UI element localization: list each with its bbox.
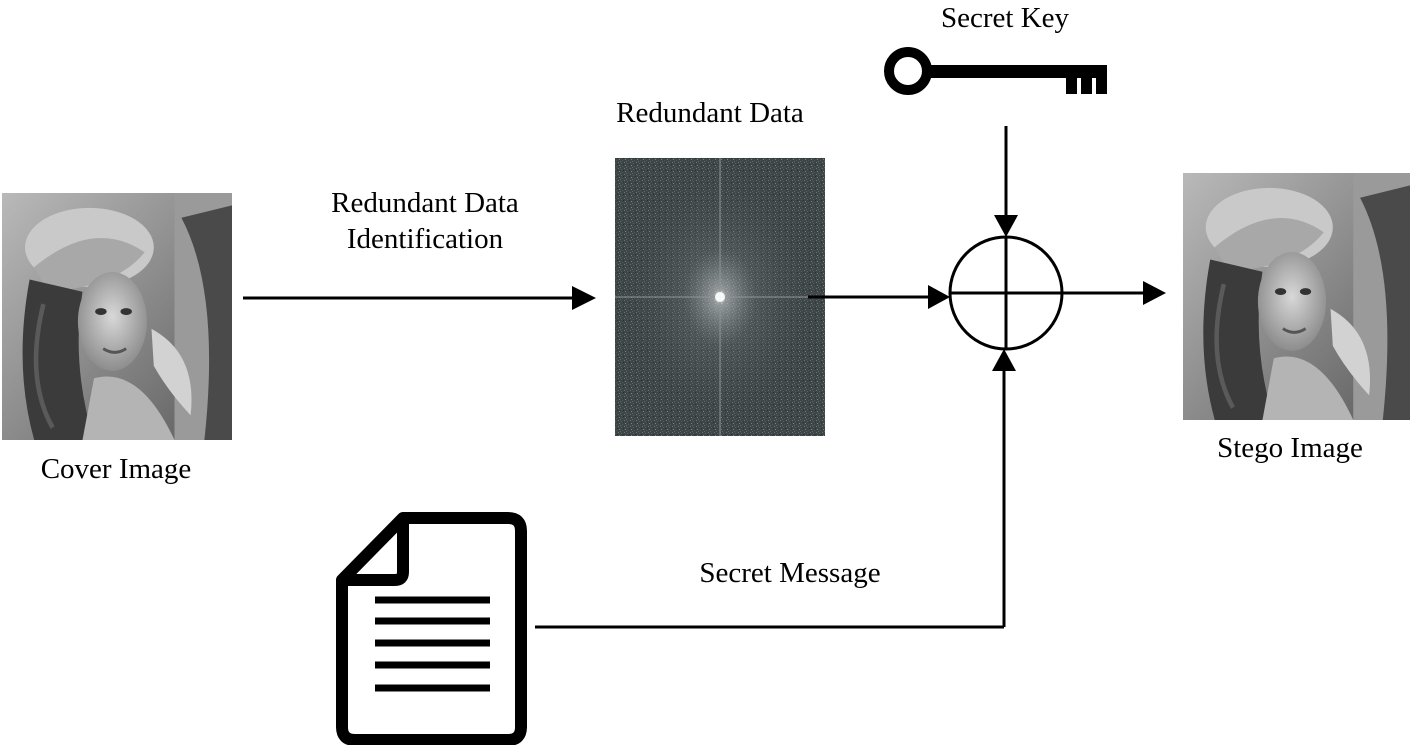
xor-combiner-icon — [948, 235, 1064, 351]
secret-key-label: Secret Key — [940, 2, 1070, 34]
redundant-data-identification-label: Redundant Data Identification — [260, 185, 590, 257]
redundant-data-label: Redundant Data — [616, 97, 804, 129]
key-to-combiner-arrow — [994, 126, 1018, 237]
key-icon — [884, 47, 1107, 95]
secret-message-label: Secret Message — [699, 557, 881, 589]
message-to-combiner-arrow — [535, 349, 1016, 629]
identification-arrow — [243, 286, 596, 310]
redundant-data-spectrum — [615, 158, 825, 436]
identification-label-line2: Identification — [346, 223, 504, 255]
document-icon — [336, 512, 527, 745]
cover-image-label: Cover Image — [40, 453, 192, 485]
data-to-combiner-arrow — [808, 285, 950, 309]
cover-image — [2, 193, 232, 440]
combiner-to-stego-arrow — [1062, 281, 1166, 305]
stego-image-label: Stego Image — [1217, 432, 1363, 464]
stego-image — [1183, 173, 1410, 420]
identification-label-line1: Redundant Data — [331, 187, 519, 219]
